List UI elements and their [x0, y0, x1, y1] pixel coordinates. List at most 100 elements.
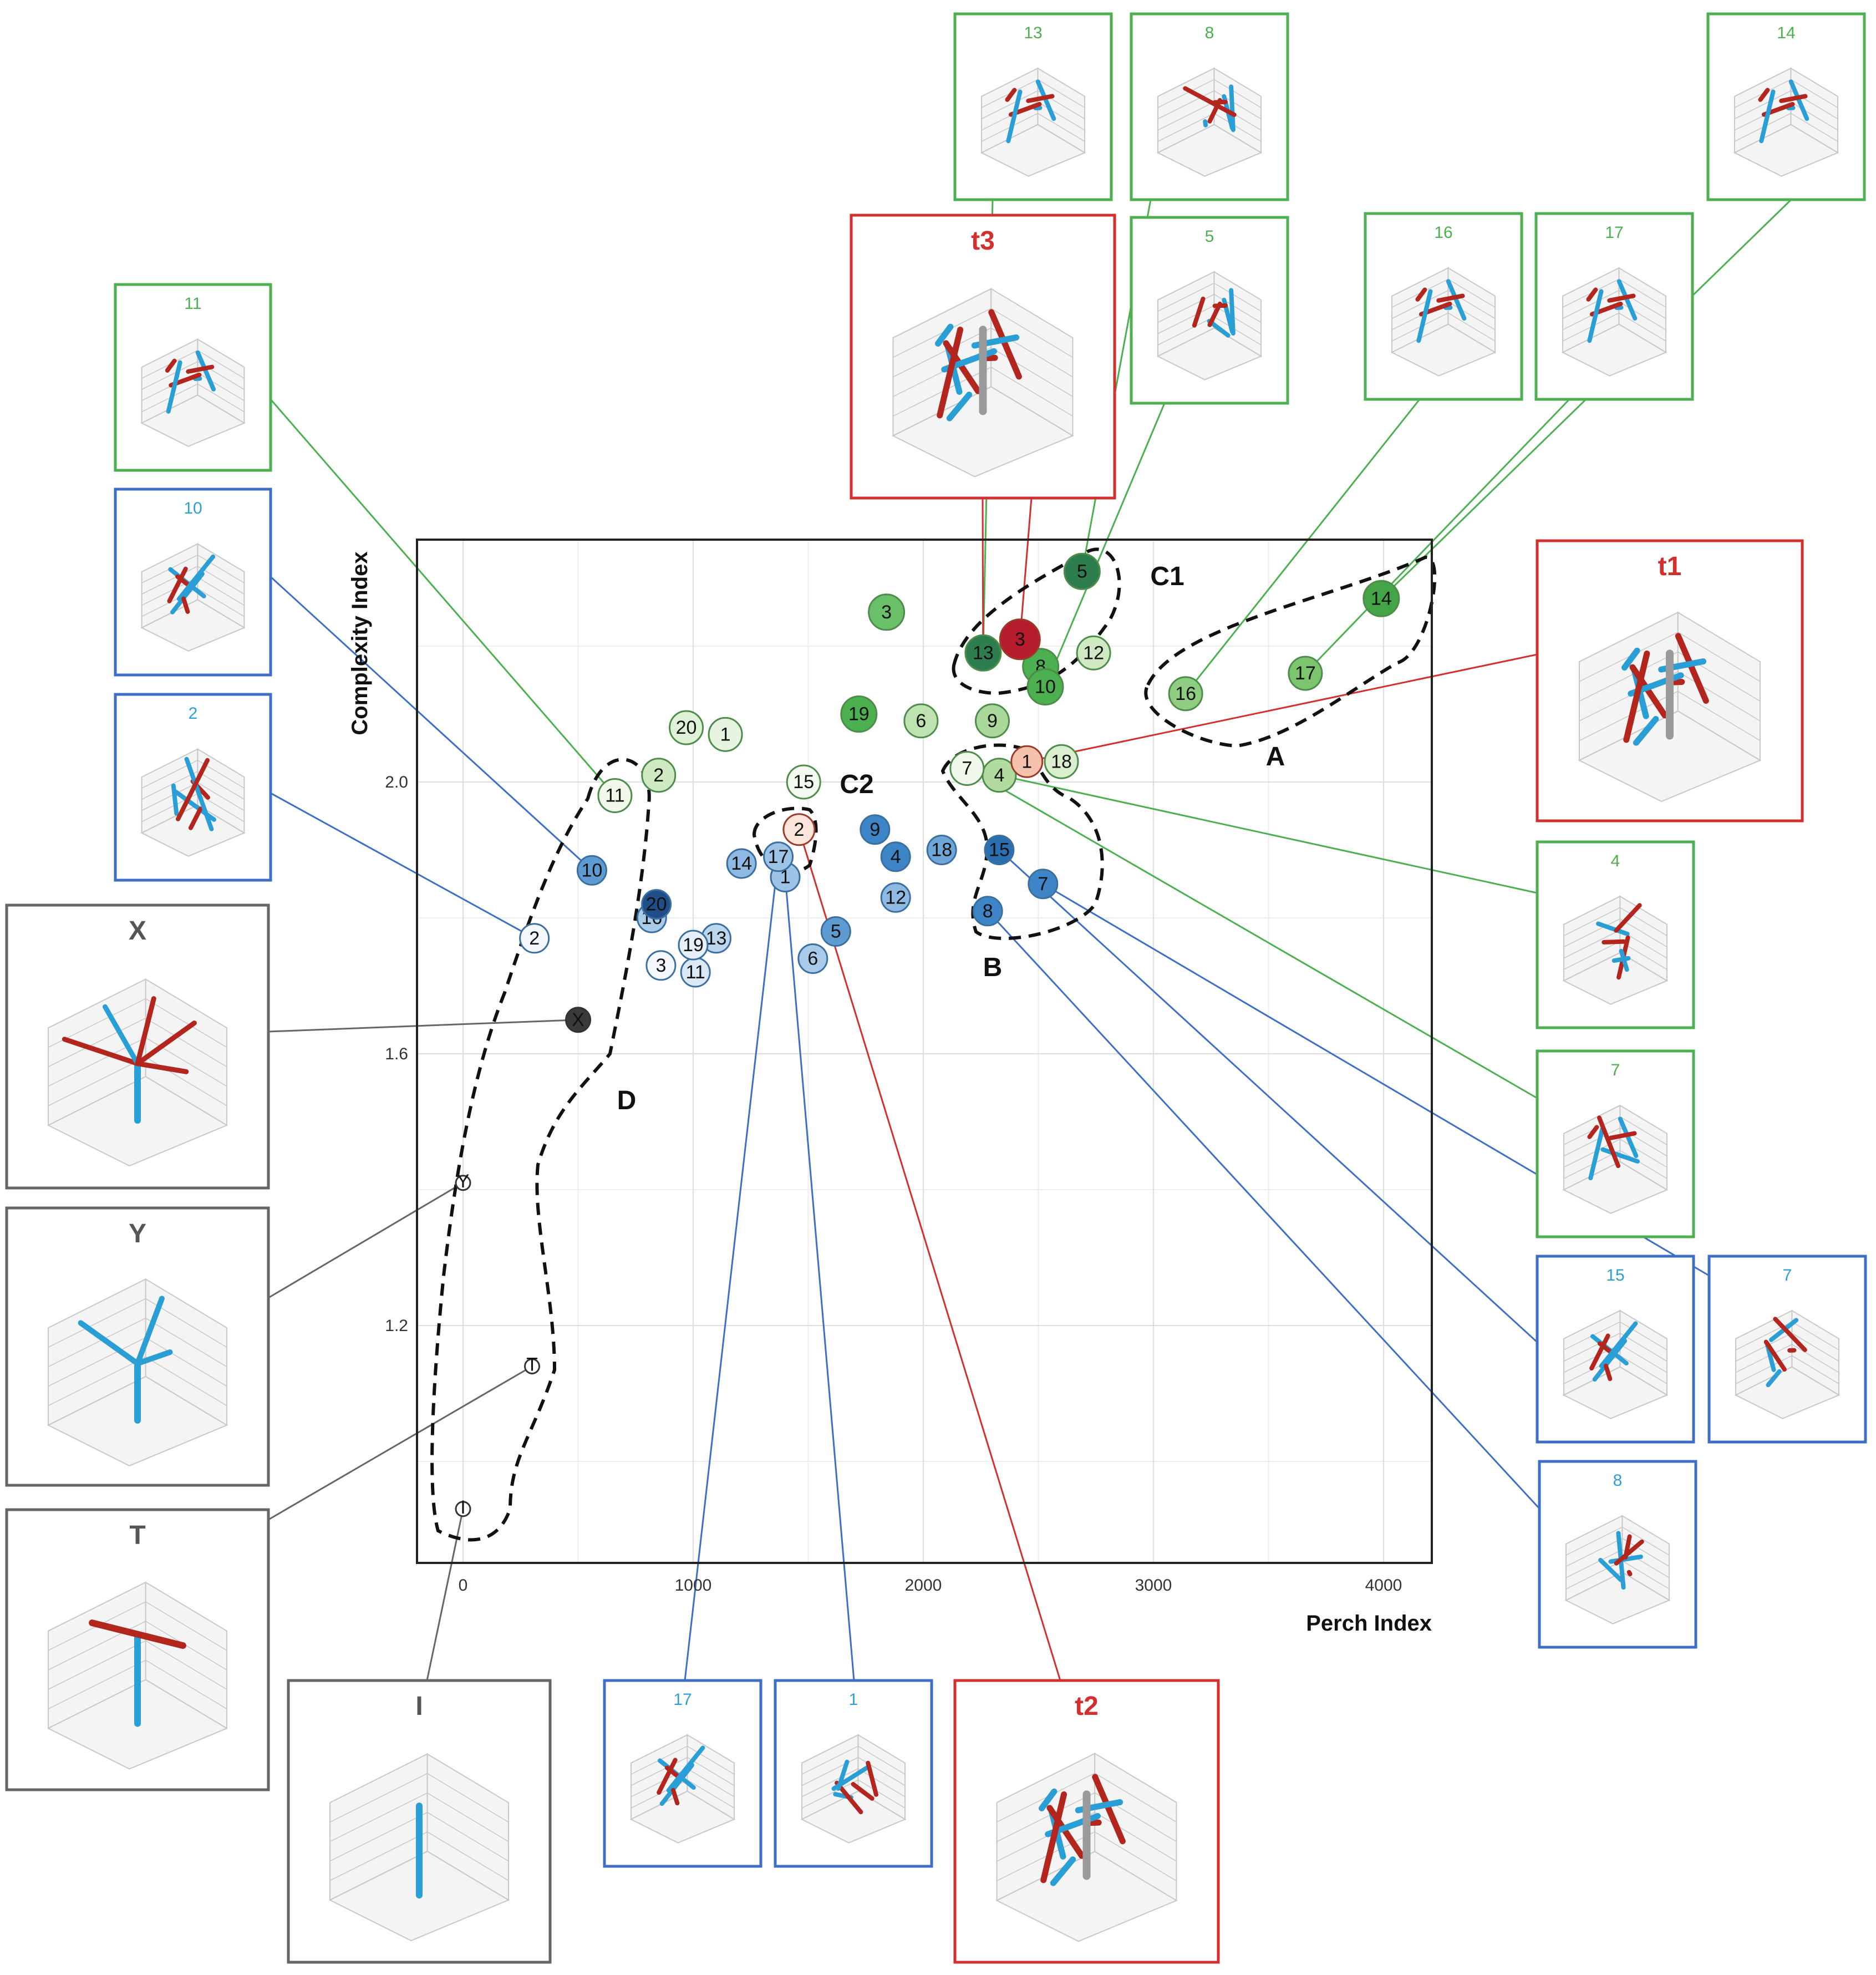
tree-segment [1779, 94, 1808, 103]
point-green-20 [669, 710, 704, 745]
tree-segment [1589, 1333, 1610, 1371]
tree-segment [1006, 89, 1023, 144]
point-green-6 [903, 703, 939, 739]
cube-grid-line [141, 771, 198, 800]
cube-grid-line [687, 1768, 735, 1798]
tree-segment [166, 360, 182, 414]
y-tick-label: 1.2 [385, 1317, 408, 1335]
cube-grid-line [1792, 1355, 1839, 1384]
cube-grid-line [1792, 1333, 1839, 1362]
tree-segment [1446, 279, 1467, 321]
point-label-blue-13: 13 [706, 928, 727, 949]
tree-segment [1621, 647, 1640, 671]
cluster-label-a: A [1266, 742, 1285, 771]
cube-grid-line [1619, 278, 1666, 308]
inset-title: 7 [1783, 1266, 1792, 1284]
point-label-green-5: 5 [1077, 561, 1087, 582]
point-green-18 [1044, 744, 1079, 779]
inset-panel-green-8: 8 [1130, 12, 1289, 201]
point-blue-3 [645, 950, 677, 981]
point-label-blue-5: 5 [831, 921, 841, 942]
cube-grid-line [990, 367, 1073, 417]
connector-reference-X [268, 1019, 578, 1033]
tree-branch [135, 1020, 197, 1067]
cube-grid-line [1734, 90, 1791, 120]
cube-grid-line [1620, 918, 1667, 948]
point-label-blue-14: 14 [731, 853, 752, 874]
cube-grid-line [1214, 90, 1262, 120]
cube-grid-line [1391, 290, 1448, 319]
tree-segment [1586, 287, 1598, 302]
tree-segment [935, 323, 954, 347]
cube-grid-line [893, 308, 992, 358]
inset-panel-blue-8: 8 [1538, 1460, 1697, 1649]
point-blue-15 [984, 835, 1015, 865]
cube-grid-line [893, 367, 992, 417]
tree-segment [1046, 1805, 1085, 1859]
point-label-reference-X: X [572, 1009, 584, 1030]
inset-panel-blue-2: 2 [114, 693, 272, 882]
cube-grid-line [631, 1756, 688, 1786]
tree-segment [1035, 79, 1056, 121]
tree-segment [1040, 1791, 1067, 1883]
tree-segment [1050, 1856, 1076, 1886]
cube-floor [800, 1790, 907, 1844]
tree-branch [135, 996, 156, 1067]
point-target-2 [782, 813, 816, 846]
cube-floor [1562, 1366, 1669, 1419]
cube-grid-line [329, 1831, 428, 1881]
cube-floor [980, 124, 1086, 177]
inset-title: 1 [849, 1690, 858, 1709]
gridlines [417, 540, 1432, 1563]
cube-grid-line [893, 327, 992, 378]
inset-title: 14 [1777, 24, 1795, 42]
point-green-11 [597, 778, 633, 813]
cube-grid-line [1622, 1560, 1670, 1590]
inset-panel-reference-Y: Y [5, 1206, 270, 1487]
inset-title: 16 [1434, 224, 1452, 242]
point-label-reference-Y: Y [457, 1171, 470, 1192]
x-tick-label: 0 [459, 1576, 468, 1595]
cube-grid-line [197, 771, 245, 800]
cube-grid-line [427, 1793, 509, 1842]
point-label-blue-15: 15 [989, 840, 1010, 861]
inset-title: 5 [1205, 227, 1214, 246]
inset-panel-green-4: 4 [1536, 840, 1695, 1029]
point-label-green-3: 3 [881, 602, 892, 623]
point-label-green-6: 6 [916, 710, 926, 732]
inset-title: 10 [184, 499, 202, 517]
tree-branch [102, 1004, 140, 1067]
inset-panel-target-t1: t1 [1536, 539, 1804, 823]
cube-grid-line [687, 1745, 735, 1775]
cube-grid-line [1038, 79, 1085, 108]
point-label-blue-6: 6 [807, 948, 818, 969]
point-green-13 [964, 634, 1002, 672]
cube-grid-line [48, 1337, 146, 1387]
inset-panel-blue-17: 17 [603, 1679, 762, 1868]
point-label-target-2: 2 [794, 819, 804, 840]
cube-grid-line [1563, 907, 1620, 936]
tree-segment [1229, 288, 1236, 336]
cube-grid-line [1448, 312, 1496, 342]
connector-target-t3 [1019, 497, 1033, 639]
cube-grid-line [145, 1357, 227, 1407]
tree-segment [171, 783, 179, 816]
cube-grid-line [1563, 941, 1620, 970]
cube-grid-line [1214, 305, 1262, 334]
cluster-label-d: D [617, 1086, 637, 1115]
inset-panel-blue-10: 10 [114, 488, 272, 677]
tree-segment [1614, 903, 1642, 933]
cube-grid-line [48, 1659, 146, 1709]
connector-green-4 [999, 774, 1538, 894]
tree-segment [1005, 88, 1017, 102]
cube-grid-line [427, 1812, 509, 1862]
tree-segment [1599, 1321, 1638, 1369]
cube-grid-line [1792, 1344, 1839, 1373]
cube-grid-line [981, 90, 1038, 120]
cube-floor [1564, 1571, 1671, 1624]
tree-segment [1026, 94, 1055, 103]
cube-grid-line [1579, 632, 1679, 682]
tree-segment [1607, 293, 1636, 303]
point-green-2 [641, 758, 677, 793]
cube-floor [629, 1790, 736, 1844]
